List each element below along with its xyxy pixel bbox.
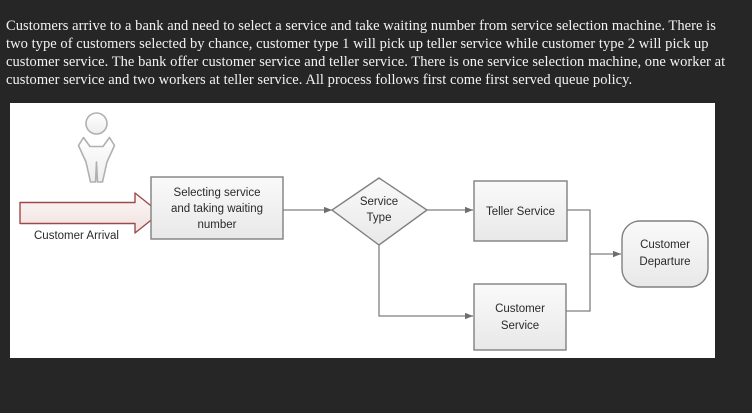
- process-flow-diagram: Customer Arrival Selecting service and t…: [19, 112, 709, 351]
- node-customer-departure-line1: Customer: [640, 239, 690, 251]
- node-customer-departure[interactable]: Customer Departure: [621, 220, 709, 288]
- node-teller-service[interactable]: Teller Service: [473, 180, 568, 242]
- node-selecting-service-line2: and taking waiting: [171, 203, 263, 215]
- node-customer-service[interactable]: Customer Service: [473, 283, 567, 351]
- customer-person-icon: [77, 112, 116, 183]
- node-customer-service-line2: Service: [501, 320, 539, 332]
- node-selecting-service[interactable]: Selecting service and taking waiting num…: [150, 176, 284, 240]
- node-service-type[interactable]: Service Type: [330, 177, 429, 246]
- customer-arrival-arrow: [19, 192, 161, 234]
- connector-customer-service-to-merge: [566, 254, 591, 312]
- problem-description-text: Customers arrive to a bank and need to s…: [6, 17, 726, 89]
- node-service-type-line1: Service: [360, 196, 398, 208]
- node-selecting-service-line3: number: [198, 219, 237, 231]
- node-service-type-line2: Type: [367, 212, 392, 224]
- diagram-panel: Customer Arrival Selecting service and t…: [10, 103, 715, 358]
- node-selecting-service-line1: Selecting service: [174, 187, 261, 199]
- customer-arrival-label: Customer Arrival: [34, 230, 119, 242]
- node-teller-service-label: Teller Service: [486, 206, 555, 218]
- node-customer-departure-line2: Departure: [639, 256, 690, 268]
- node-customer-service-line1: Customer: [495, 303, 545, 315]
- connector-teller-to-merge: [567, 209, 591, 254]
- connector-service-type-to-customer-service: [378, 245, 473, 320]
